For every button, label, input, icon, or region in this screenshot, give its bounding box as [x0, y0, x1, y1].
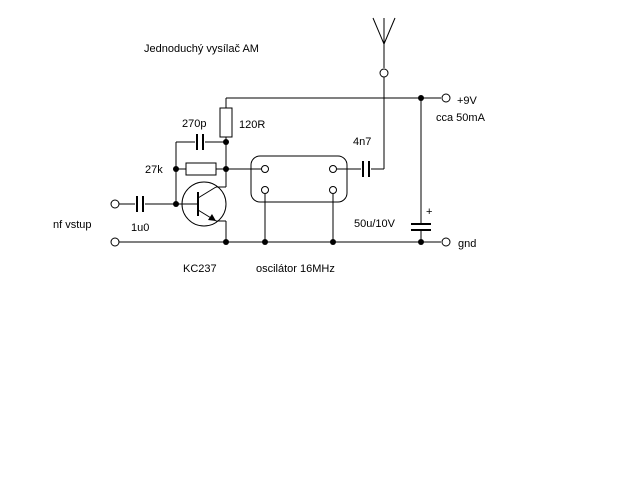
capacitor-270p-label: 270p	[182, 118, 206, 130]
schematic-title: Jednoduchý vysílač AM	[144, 43, 259, 55]
ground-input-terminal	[110, 237, 120, 247]
capacitor-4n7-label: 4n7	[353, 136, 371, 148]
supply-current-label: cca 50mA	[436, 112, 486, 124]
oscillator-pin-4	[329, 186, 337, 194]
capacitor-50u-label: 50u/10V	[354, 218, 396, 230]
oscillator-pin-1	[261, 165, 269, 173]
antenna-symbol	[372, 17, 396, 68]
resistor-27k-label: 27k	[145, 164, 163, 176]
transistor-label: KC237	[183, 263, 217, 275]
resistor-120r-label: 120R	[239, 119, 265, 131]
capacitor-1u0-label: 1u0	[131, 222, 149, 234]
oscillator-pin-3	[261, 186, 269, 194]
ground-label: gnd	[458, 238, 476, 250]
ground-junction-emitter-dot	[223, 239, 229, 245]
transistor-kc237	[176, 169, 227, 242]
antenna-terminal	[379, 68, 389, 78]
input-label: nf vstup	[53, 219, 92, 231]
oscillator-label: oscilátor 16MHz	[256, 263, 335, 275]
resistor-27k	[185, 162, 217, 176]
resistor-120r	[219, 107, 233, 138]
capacitor-polarity-plus: +	[426, 206, 432, 218]
supply-voltage-label: +9V	[457, 95, 478, 107]
ground-terminal	[441, 237, 451, 247]
input-terminal	[110, 199, 120, 209]
oscillator-pin-2	[329, 165, 337, 173]
supply-terminal	[441, 93, 451, 103]
oscillator-module	[250, 155, 348, 203]
